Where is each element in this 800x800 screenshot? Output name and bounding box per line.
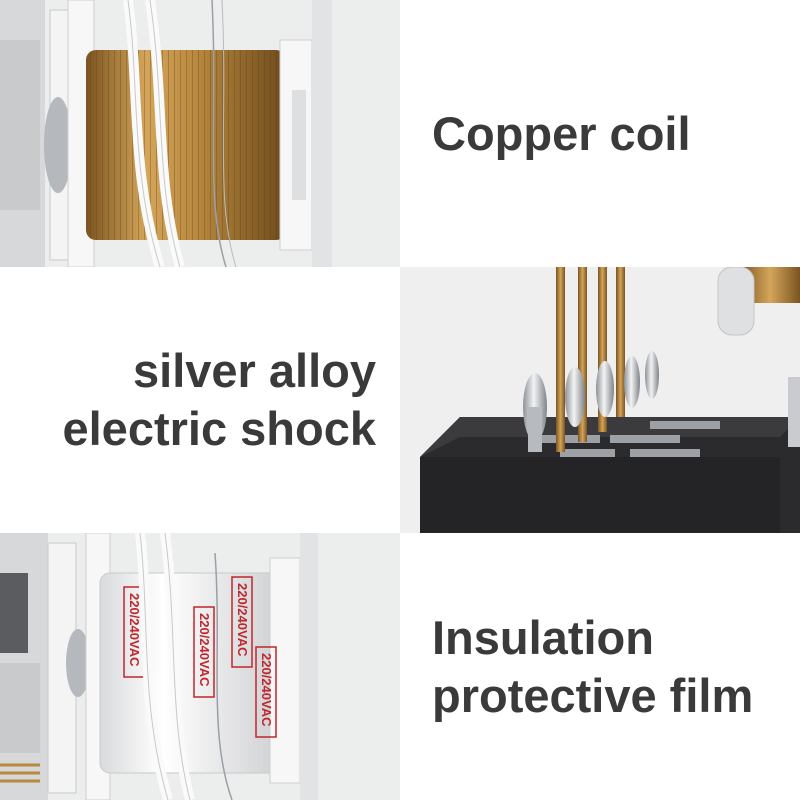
silver-contacts-image <box>400 267 800 533</box>
insulation-label: Insulation protective film <box>432 610 754 722</box>
copper-coil-label: Copper coil <box>432 106 691 160</box>
copper-coil-image <box>0 0 400 267</box>
silver-alloy-label: silver alloy electric shock <box>62 344 376 455</box>
coil-sticker-text: 220/240VAC <box>235 583 250 657</box>
coil-sticker-text: 220/240VAC <box>127 593 142 667</box>
insulation-caption: Insulation protective film <box>400 533 800 800</box>
insulated-coil-image: 220/240VAC 220/240VAC 220/240VAC 220/240… <box>0 533 400 800</box>
coil-sticker-text: 220/240VAC <box>259 653 274 727</box>
copper-coil-caption: Copper coil <box>400 0 800 267</box>
silver-alloy-caption: silver alloy electric shock <box>0 267 400 533</box>
coil-sticker-text: 220/240VAC <box>197 613 212 687</box>
